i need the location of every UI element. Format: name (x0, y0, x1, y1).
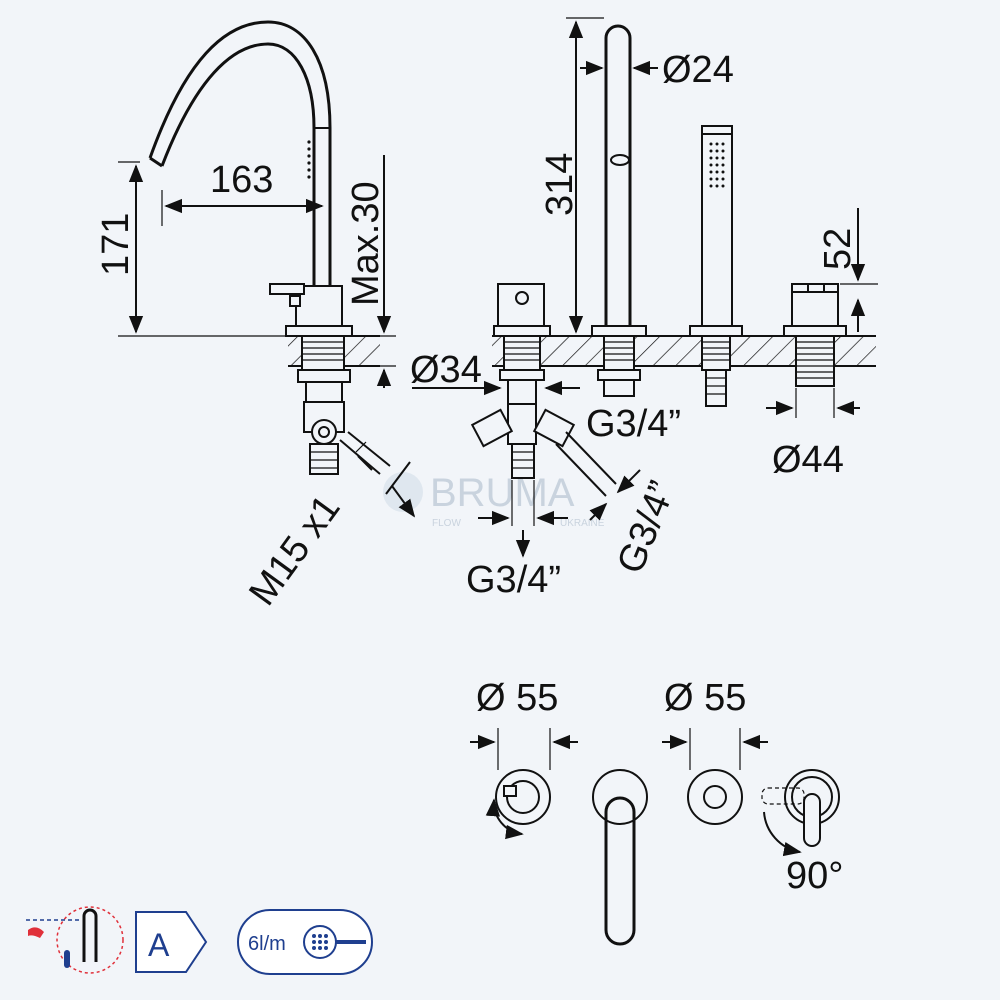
handle-dimensions: 52 Ø44 (766, 208, 878, 481)
hand-shower-nozzles (709, 142, 725, 188)
watermark-tagline-right: UKRAINE (560, 518, 605, 529)
cold-start-icon (26, 906, 124, 974)
watermark-tagline-left: FLOW (432, 518, 461, 529)
spout-outer (148, 20, 332, 336)
spray-dots (307, 140, 311, 179)
watermark: BRUMA FLOW UKRAINE (383, 471, 605, 529)
diverter-valve (470, 283, 617, 497)
rosette-diameter-2-label: Ø 55 (664, 677, 746, 719)
spout-inner (160, 42, 316, 290)
rosette-diameter-1-label: Ø 55 (476, 677, 558, 719)
max-thickness-label: Max.30 (345, 181, 387, 306)
flow-rate-label: 6l/m (248, 933, 286, 955)
thread-side-label: G3/4” (609, 476, 684, 580)
watermark-logo-icon (383, 472, 423, 512)
front-view: Ø 55 Ø 55 90° (470, 677, 843, 946)
energy-class-icon: A (135, 911, 208, 973)
hand-shower-body (701, 125, 733, 327)
energy-class-label: A (148, 927, 170, 963)
handle-diameter-label: Ø44 (772, 439, 844, 481)
deck-section (288, 335, 876, 367)
spout-front (604, 796, 636, 946)
thread-bottom-label: G3/4” (466, 559, 561, 601)
flow-rate-icon: 6l/m (237, 909, 373, 975)
handle-height-label: 52 (817, 228, 859, 270)
handle-lever-front (803, 793, 821, 847)
spout-reach-label: 163 (210, 159, 273, 201)
rosette-2 (687, 769, 743, 825)
spout-dimensions: 171 163 Max.30 M15 x1 (95, 155, 416, 614)
connector-hose-label: M15 x1 (241, 488, 348, 614)
column-dimensions: 314 Ø24 G3/4” (539, 17, 734, 445)
rotation-angle-label: 90° (786, 855, 843, 897)
mixer-lever (269, 283, 305, 295)
column-height-label: 314 (539, 153, 581, 216)
mixer-handle (783, 283, 847, 387)
diverter-handle (497, 283, 545, 329)
column-diameter-label: Ø24 (662, 49, 734, 91)
hole-diameter-label: Ø34 (410, 349, 482, 391)
thread-top-label: G3/4” (586, 403, 681, 445)
watermark-brand: BRUMA (430, 471, 575, 515)
column-spout (591, 24, 647, 397)
spout-mixer (148, 20, 391, 475)
hand-shower (689, 125, 743, 407)
spout-height-label: 171 (95, 213, 137, 276)
column-tube (604, 24, 632, 326)
